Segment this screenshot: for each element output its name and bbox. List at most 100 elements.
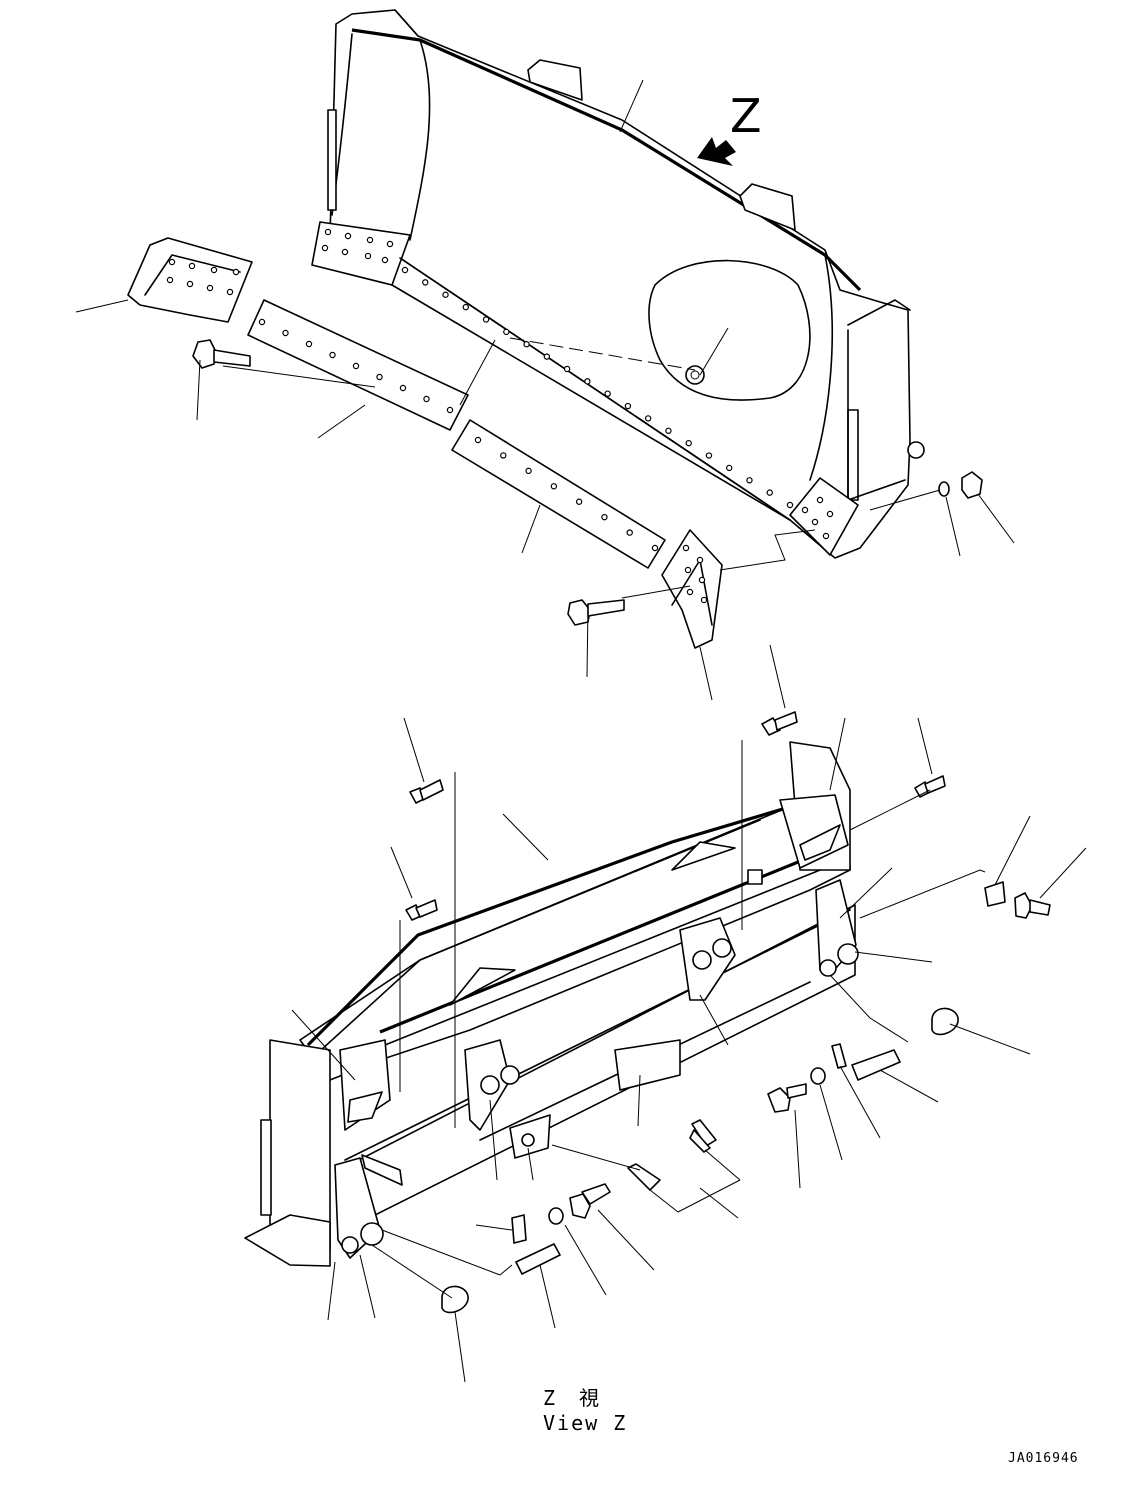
blade-bolt-hole bbox=[503, 328, 510, 336]
frame-assembly bbox=[244, 644, 1087, 1383]
blade-bolt-hole bbox=[482, 316, 490, 323]
blade-bolt-hole bbox=[442, 291, 449, 298]
wear-plate bbox=[648, 259, 811, 401]
blade-lug-left bbox=[527, 59, 583, 101]
end-bit-hole bbox=[210, 266, 218, 274]
edge-bolt-hole bbox=[474, 436, 482, 444]
blade-top-edge bbox=[351, 28, 862, 292]
edge-bolt-hole bbox=[305, 340, 313, 348]
blade-bolt-hole bbox=[665, 427, 672, 434]
blade-bolt-hole bbox=[422, 279, 429, 286]
grease-fitting-1 bbox=[409, 779, 444, 804]
edge-bolt-hole bbox=[651, 544, 659, 552]
washer bbox=[938, 481, 950, 497]
washer-right bbox=[810, 1067, 826, 1085]
corner-plate-hole bbox=[816, 496, 824, 504]
corner-plate-hole bbox=[341, 248, 349, 256]
corner-plate-hole bbox=[801, 506, 809, 514]
edge-bolt-hole bbox=[258, 318, 266, 326]
view-arrow bbox=[697, 137, 736, 166]
blade-bolt-hole bbox=[604, 390, 611, 397]
blade-bolt-hole bbox=[644, 415, 652, 422]
end-bit-hole bbox=[684, 566, 692, 574]
corner-plate-hole bbox=[324, 228, 332, 236]
edge-bolt-hole bbox=[601, 513, 608, 521]
end-bit-hole bbox=[188, 262, 196, 270]
end-bit-hole bbox=[698, 576, 706, 584]
corner-plate-hole bbox=[386, 240, 394, 248]
cutting-edge-2 bbox=[451, 419, 666, 569]
end-bit-hole bbox=[226, 288, 234, 296]
end-bit-hole bbox=[206, 284, 214, 292]
corner-plate-hole bbox=[822, 532, 830, 540]
edge-bolt-hole bbox=[352, 362, 360, 370]
end-bit-hole bbox=[186, 280, 194, 288]
blade-bolt-hole bbox=[624, 402, 632, 410]
grease-fitting-4 bbox=[914, 775, 946, 798]
blade-bolt-hole bbox=[726, 464, 733, 472]
corner-plate-hole bbox=[366, 236, 374, 244]
washer-left bbox=[548, 1207, 564, 1225]
view-letter: Z bbox=[730, 89, 762, 143]
blade-lug-right bbox=[739, 183, 796, 231]
grease-fitting-5 bbox=[689, 1119, 717, 1153]
edge-bolt-hole bbox=[575, 498, 583, 505]
nut bbox=[961, 471, 983, 499]
edge-bolt-hole bbox=[376, 373, 383, 381]
blade-bolt-hole bbox=[462, 303, 469, 311]
blade-bolt-hole bbox=[746, 477, 753, 484]
blade-body bbox=[329, 9, 911, 559]
blade-bolt-hole bbox=[563, 365, 571, 373]
edge-bolt-hole bbox=[626, 529, 633, 536]
pin-right bbox=[851, 1049, 901, 1081]
end-bit-hole bbox=[686, 588, 694, 596]
frame-bolt-right bbox=[1014, 892, 1051, 919]
blade-bolt-hole bbox=[523, 341, 530, 348]
edge-bolt-hole bbox=[500, 452, 507, 459]
corner-plate-hole bbox=[381, 256, 389, 264]
end-bit-right bbox=[661, 529, 723, 649]
edge-bolt-hole bbox=[525, 467, 532, 475]
pin-left bbox=[515, 1243, 561, 1275]
corner-plate-hole bbox=[344, 232, 352, 240]
edge-bolt-hole bbox=[423, 395, 430, 403]
edge-bolt-hole bbox=[399, 384, 407, 392]
bolt-right bbox=[567, 599, 625, 626]
frame-top-beam bbox=[299, 789, 851, 1081]
end-bit-hole bbox=[682, 544, 690, 552]
edge-bolt-hole bbox=[446, 406, 454, 414]
blade-bolt-hole bbox=[401, 266, 409, 274]
grease-fitting-2 bbox=[405, 899, 438, 921]
end-bit-hole bbox=[166, 276, 174, 284]
lock-plate-3 bbox=[511, 1214, 527, 1244]
edge-bolt-hole bbox=[550, 483, 558, 490]
blade-bolt-hole bbox=[543, 353, 551, 360]
end-bit-hole bbox=[232, 268, 240, 276]
corner-plate-hole bbox=[321, 244, 329, 252]
cap-left bbox=[441, 1285, 469, 1314]
edge-bolt-hole bbox=[282, 329, 289, 337]
view-caption-ja: Z 視 bbox=[543, 1386, 601, 1410]
end-bit-hole bbox=[696, 556, 704, 564]
end-bit-hole bbox=[168, 258, 176, 266]
corner-plate-hole bbox=[826, 510, 834, 518]
lock-plate-1 bbox=[984, 881, 1006, 907]
frame-bolt-center bbox=[767, 1083, 807, 1113]
grease-fitting-6 bbox=[627, 1163, 661, 1191]
blade-bolt-hole bbox=[766, 489, 773, 496]
blade-bolt-hole bbox=[685, 439, 692, 447]
document-id: JA016946 bbox=[1008, 1451, 1079, 1466]
edge-bolt-hole bbox=[329, 351, 336, 359]
bolt-left bbox=[192, 339, 251, 369]
view-caption-en: View Z bbox=[543, 1411, 627, 1435]
lock-plate-2 bbox=[831, 1043, 847, 1069]
grease-fitting-3 bbox=[761, 711, 798, 736]
cap-right bbox=[931, 1007, 959, 1036]
frame-bolt-left bbox=[569, 1183, 611, 1219]
end-bit-left bbox=[127, 237, 253, 323]
blade-bolt-hole bbox=[705, 452, 713, 459]
corner-plate-hole bbox=[364, 252, 372, 260]
corner-plate-hole bbox=[811, 518, 819, 526]
blade-bolt-hole bbox=[584, 378, 591, 385]
